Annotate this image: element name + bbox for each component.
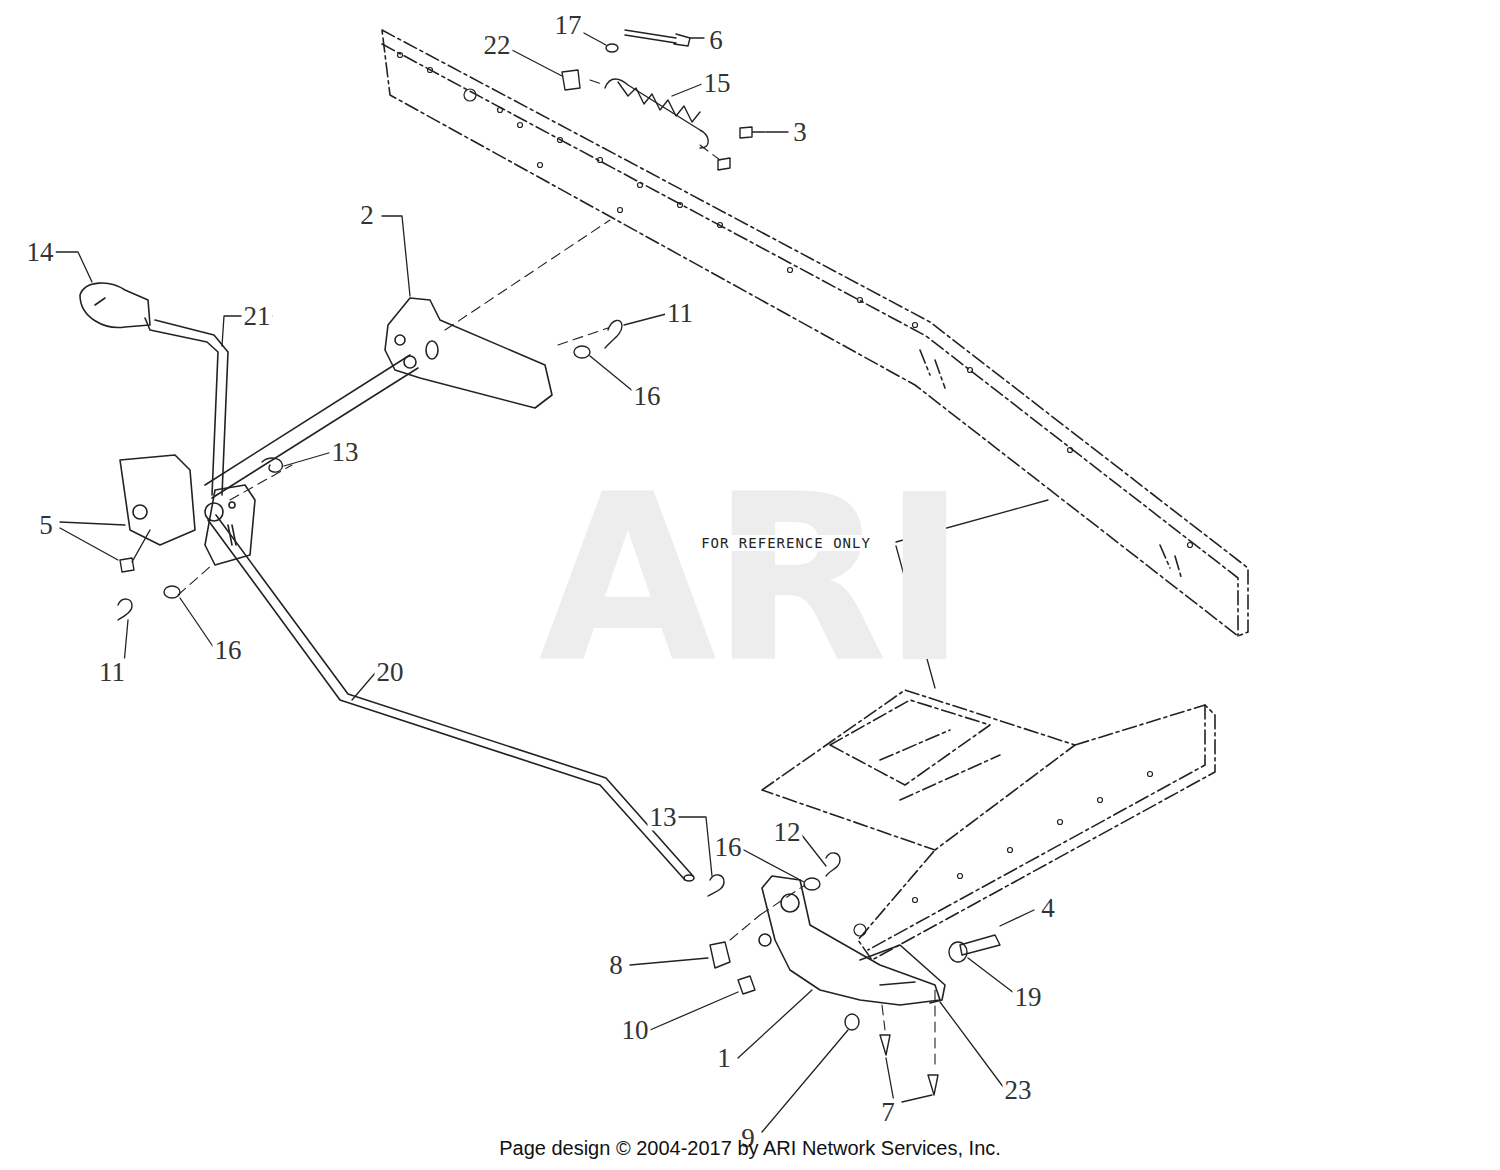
lift-bracket (759, 876, 945, 1005)
callout-number: 14 (25, 239, 56, 266)
callout-number: 11 (665, 300, 695, 327)
callout-number: 20 (375, 659, 406, 686)
reference-note: FOR REFERENCE ONLY (698, 535, 874, 551)
callout-number: 16 (632, 383, 663, 410)
callout-number: 15 (702, 70, 733, 97)
callout-number: 16 (713, 834, 744, 861)
leader-lines (56, 32, 1048, 1132)
callout-number: 22 (482, 32, 513, 59)
callout-number: 12 (772, 819, 803, 846)
callout-number: 13 (648, 804, 679, 831)
frame-rail (382, 30, 1248, 636)
callout-number: 6 (707, 27, 725, 54)
callout-number: 16 (213, 637, 244, 664)
callout-number: 5 (37, 512, 55, 539)
hardware (118, 30, 1000, 1095)
seat-pan (762, 690, 1215, 960)
callout-number: 3 (791, 119, 809, 146)
callout-number: 10 (620, 1017, 651, 1044)
callout-number: 7 (879, 1099, 897, 1126)
page-caption: Page design © 2004-2017 by ARI Network S… (499, 1138, 1001, 1158)
lift-shaft (205, 298, 552, 498)
callout-number: 4 (1039, 895, 1057, 922)
callout-number: 8 (607, 952, 625, 979)
callout-number: 1 (715, 1045, 733, 1072)
pan-holes (854, 772, 1153, 937)
callout-number: 11 (97, 659, 127, 686)
watermark: ARI (539, 465, 962, 695)
callout-number: 21 (242, 303, 273, 330)
callout-number: 23 (1003, 1077, 1034, 1104)
callout-number: 17 (553, 12, 584, 39)
lift-handle (80, 283, 228, 495)
callout-number: 13 (330, 439, 361, 466)
callout-number: 2 (358, 202, 376, 229)
callout-number: 19 (1013, 984, 1044, 1011)
